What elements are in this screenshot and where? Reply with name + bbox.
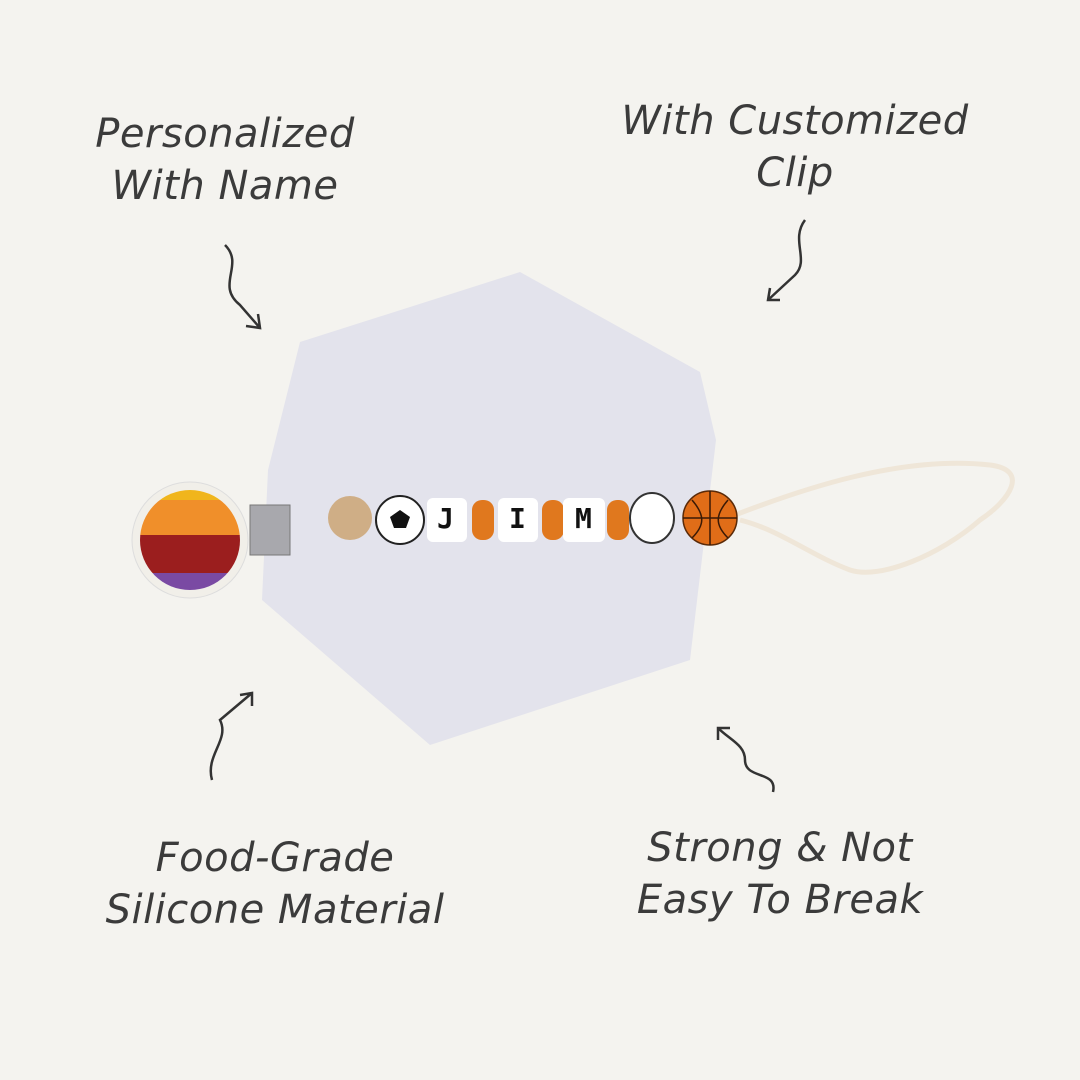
- caption-line: Clip: [756, 150, 834, 196]
- caption-strong: Strong & Not Easy To Break: [620, 822, 940, 926]
- arrow-icon-top-left: [224, 244, 262, 330]
- cord-loop: [734, 460, 1015, 575]
- caption-material: Food-Grade Silicone Material: [90, 832, 460, 936]
- letter-bead: [498, 498, 538, 542]
- letter-i: I: [509, 502, 526, 535]
- wood-bead: [328, 496, 372, 540]
- caption-line: Personalized: [95, 111, 355, 157]
- clip: [131, 481, 291, 599]
- caption-line: Easy To Break: [636, 877, 924, 923]
- letter-bead: [563, 498, 605, 542]
- caption-line: Strong & Not: [647, 825, 913, 871]
- caption-personalized: Personalized With Name: [70, 108, 380, 212]
- letter-bead: [427, 498, 467, 542]
- caption-clip: With Customized Clip: [600, 95, 990, 199]
- smiley-bead: [629, 492, 675, 544]
- arrow-icon-bottom-left: [209, 691, 254, 781]
- caption-line: With Customized: [621, 98, 969, 144]
- arrow-icon-top-right: [766, 219, 807, 302]
- caption-line: With Name: [111, 163, 339, 209]
- caption-line: Silicone Material: [105, 887, 445, 933]
- letter-m: M: [575, 502, 592, 535]
- caption-line: Food-Grade: [155, 835, 395, 881]
- letter-j: J: [437, 502, 454, 535]
- arrow-icon-bottom-right: [716, 726, 775, 793]
